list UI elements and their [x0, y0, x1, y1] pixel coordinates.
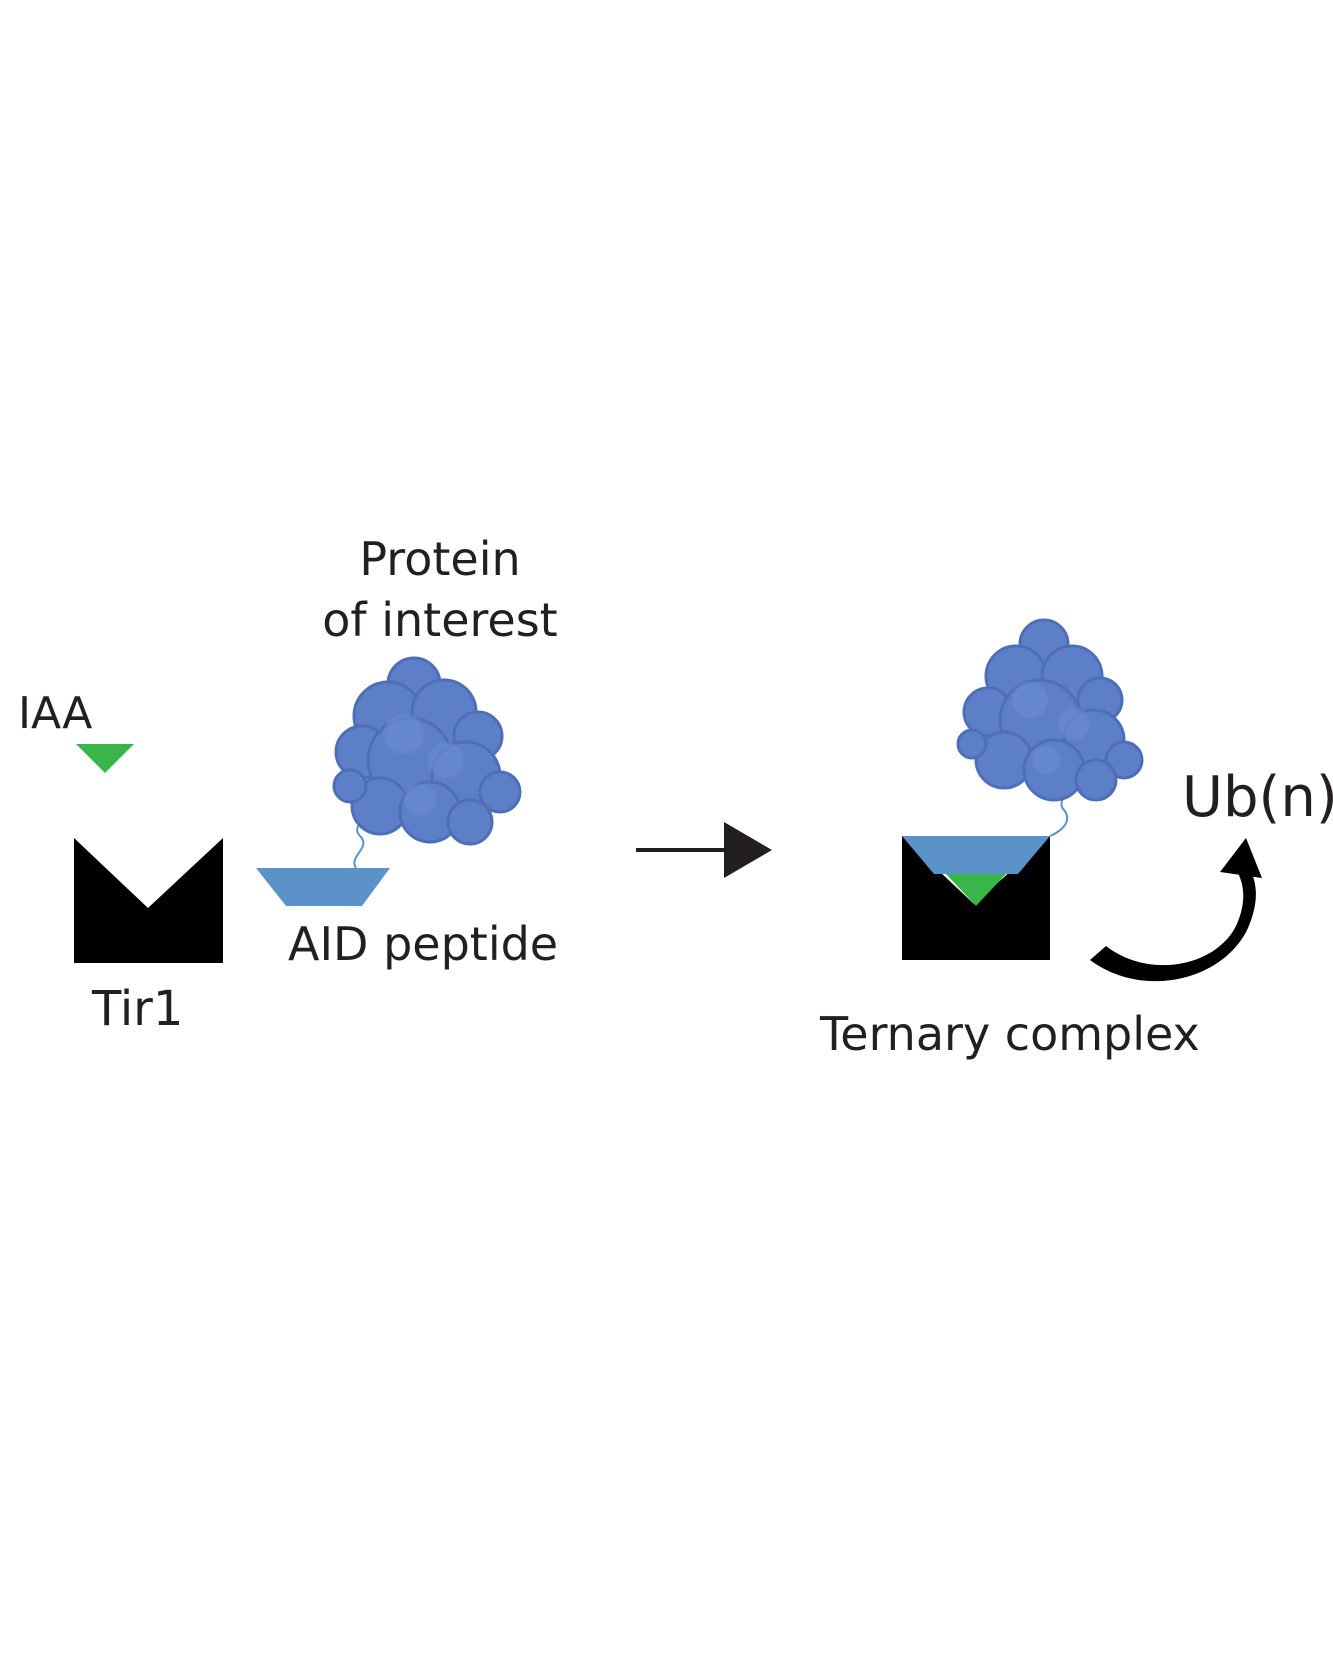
- aid-peptide-label: AID peptide: [288, 917, 558, 971]
- ternary-complex-label: Ternary complex: [819, 1007, 1200, 1061]
- aid-peptide-icon: [256, 868, 390, 906]
- iaa-label: IAA: [18, 688, 92, 739]
- arrow-right-icon: [636, 822, 772, 878]
- ternary-protein-icon: [956, 618, 1144, 802]
- tir1-label: Tir1: [91, 981, 183, 1037]
- iaa-molecule-icon: [76, 744, 134, 773]
- curved-arrow-up-icon: [1090, 838, 1262, 982]
- ternary-iaa-icon: [946, 874, 1006, 906]
- tir1-receptor-icon: [74, 838, 223, 963]
- ternary-tir1-icon: [902, 836, 1050, 960]
- ubiquitin-label: Ub(n): [1182, 765, 1333, 830]
- ternary-aid-peptide-icon: [902, 836, 1050, 874]
- protein-label-line2: of interest: [322, 593, 557, 647]
- protein-label-line1: Protein: [359, 532, 520, 586]
- protein-of-interest-icon: [332, 656, 522, 846]
